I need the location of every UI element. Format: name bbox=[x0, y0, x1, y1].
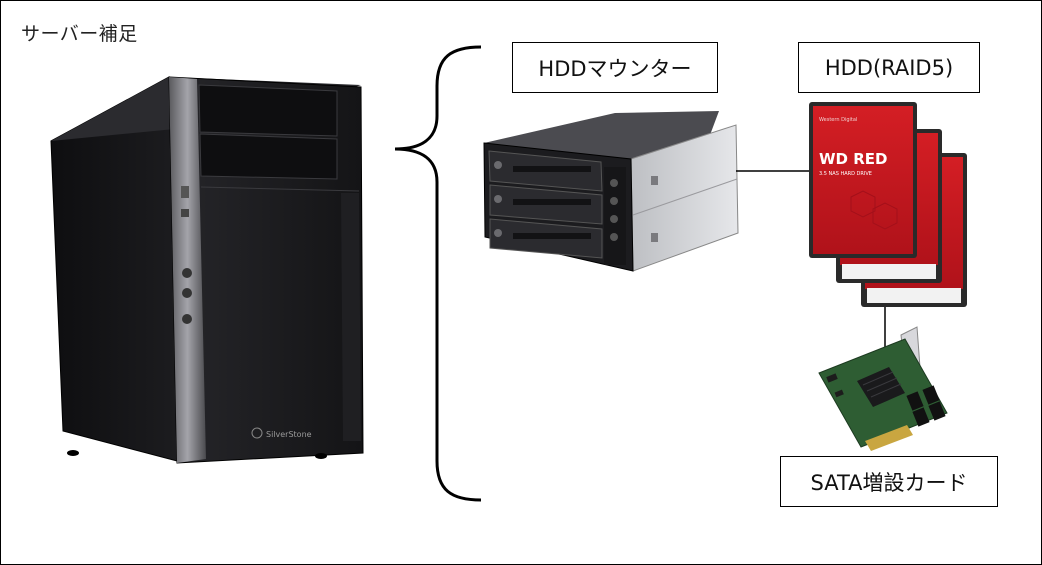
hdd-raid-label: HDD(RAID5) bbox=[798, 42, 980, 93]
hdd-manufacturer-mark: Western Digital bbox=[819, 117, 857, 123]
case-brand-mark: SilverStone bbox=[266, 430, 312, 439]
page-title: サーバー補足 bbox=[21, 23, 138, 45]
hdd-spec-mark: 3.5 NAS HARD DRIVE bbox=[819, 171, 872, 177]
pc-tower-image: SilverStone bbox=[50, 76, 364, 464]
hdd-brand-mark: WD RED bbox=[819, 150, 887, 168]
hdd-mounter-label: HDDマウンター bbox=[512, 42, 718, 93]
sata-card-label: SATA増設カード bbox=[780, 456, 998, 507]
grouping-brace bbox=[394, 45, 482, 502]
hdd-mounter-image bbox=[483, 111, 739, 272]
sata-card-image bbox=[818, 326, 948, 451]
hdd-stack-image: Western Digital WD RED 3.5 NAS HARD DRIV… bbox=[809, 102, 967, 307]
